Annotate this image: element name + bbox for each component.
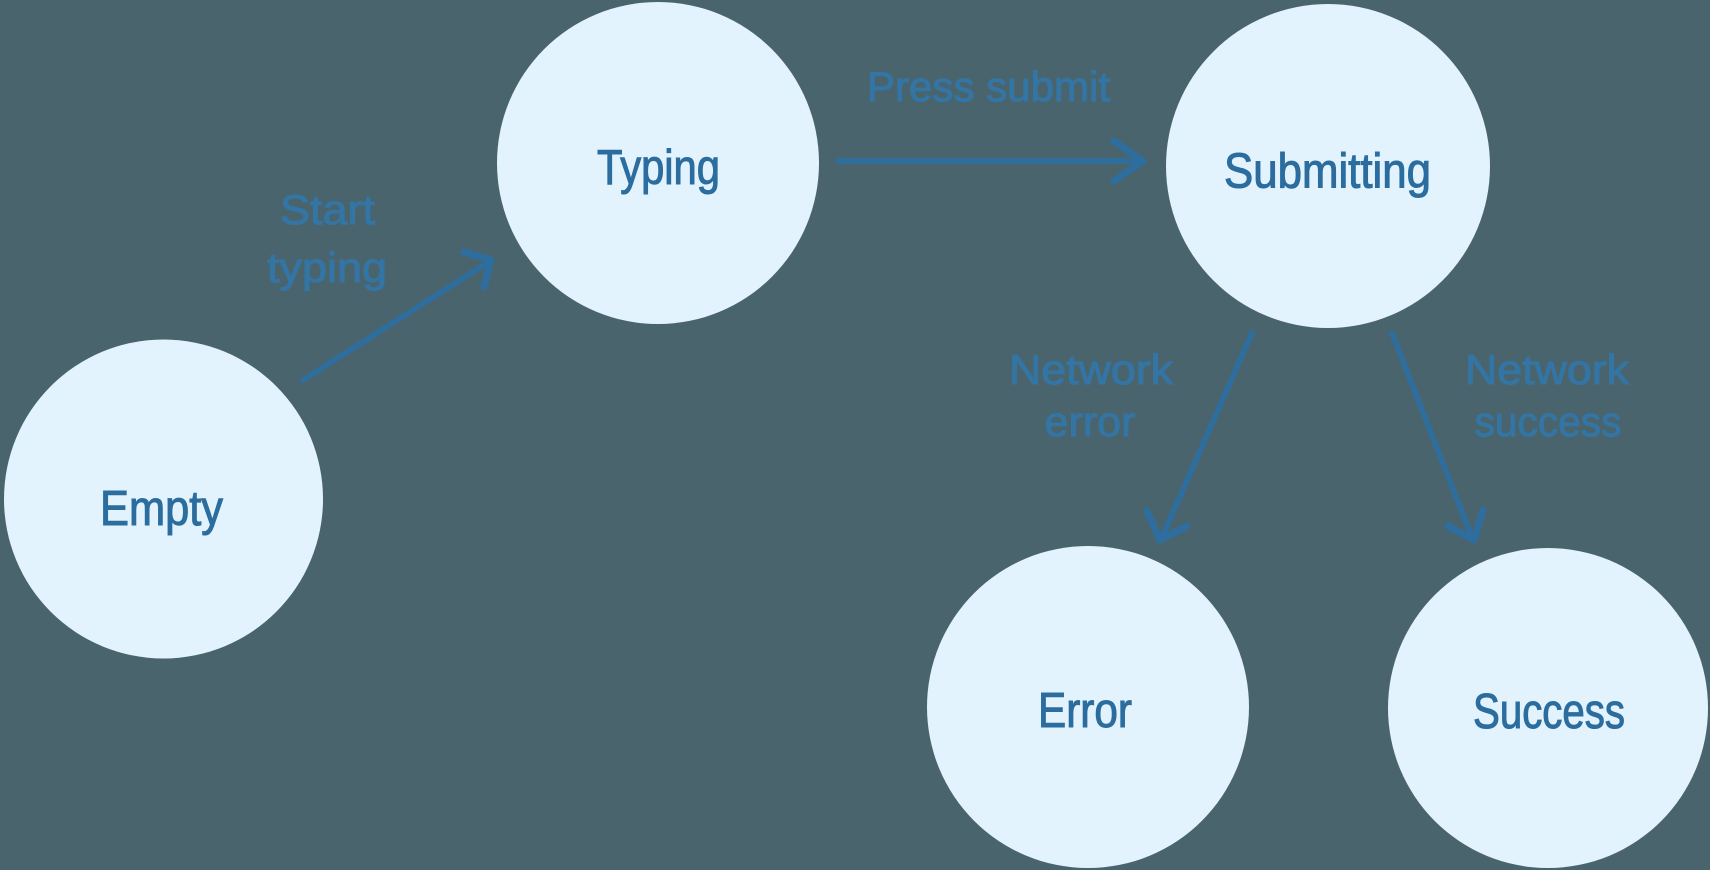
svg-text:error: error bbox=[1045, 398, 1136, 445]
svg-text:Start: Start bbox=[280, 186, 375, 233]
svg-text:typing: typing bbox=[267, 244, 387, 291]
svg-text:Network: Network bbox=[1009, 346, 1174, 393]
svg-text:Error: Error bbox=[1038, 684, 1132, 738]
svg-text:Press submit: Press submit bbox=[867, 63, 1110, 110]
svg-text:success: success bbox=[1475, 398, 1622, 445]
svg-text:Submitting: Submitting bbox=[1224, 145, 1431, 199]
svg-text:Empty: Empty bbox=[100, 482, 223, 536]
svg-text:Success: Success bbox=[1473, 685, 1625, 739]
svg-text:Network: Network bbox=[1465, 346, 1630, 393]
svg-text:Typing: Typing bbox=[597, 141, 720, 195]
